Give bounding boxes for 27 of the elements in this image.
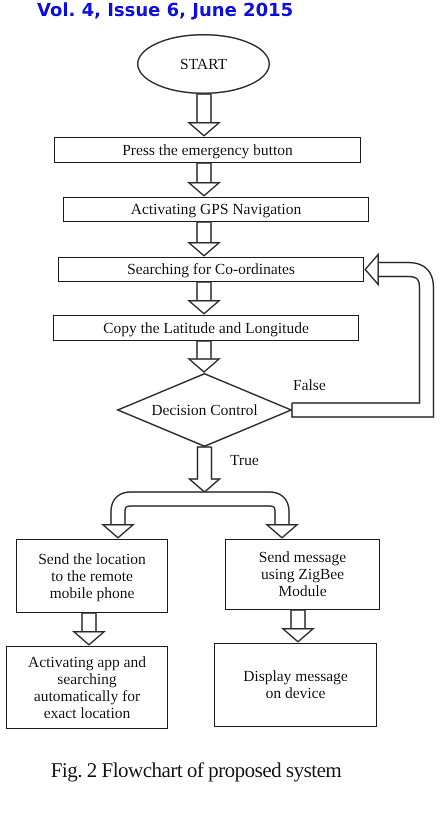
- node-label: Send the location to the remote mobile phone: [37, 550, 147, 602]
- figure-caption: Fig. 2 Flowchart of proposed system: [50, 758, 342, 782]
- journal-issue-header: Vol. 4, Issue 6, June 2015: [37, 0, 294, 21]
- block-arrow: [280, 609, 316, 643]
- block-arrow: [186, 93, 222, 137]
- terminal-ellipse: [137, 34, 270, 94]
- block-arrow: [186, 221, 222, 257]
- process-box: [6, 646, 168, 729]
- node-label: Press the emergency button: [122, 142, 293, 158]
- node-label: Activating app and searching automatically for exact location: [27, 654, 147, 722]
- node-label: Display message on device: [242, 668, 349, 702]
- node-label: Activating GPS Navigation: [130, 201, 302, 218]
- block-arrow: [186, 340, 222, 373]
- node-label: Searching for Co-ordinates: [127, 261, 295, 278]
- return-arrow: [291, 252, 434, 418]
- block-arrow: [186, 281, 222, 315]
- decision-diamond: [117, 373, 292, 447]
- process-box: [16, 539, 168, 613]
- process-box: [225, 539, 380, 610]
- node-label: Send message using ZigBee Module: [258, 549, 348, 600]
- node-label: Decision Control: [151, 402, 258, 418]
- node-label: START: [180, 56, 227, 72]
- split-arrow: [100, 446, 300, 539]
- block-arrow: [72, 612, 106, 646]
- node-label: Copy the Latitude and Longitude: [103, 320, 309, 336]
- process-box: [214, 643, 377, 727]
- block-arrow: [186, 162, 222, 197]
